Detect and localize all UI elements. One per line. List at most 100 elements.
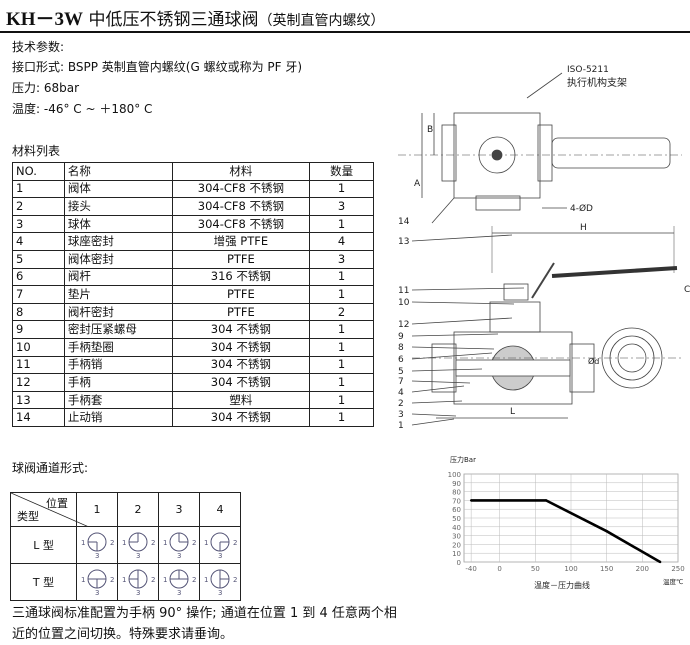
- series-point: [605, 530, 608, 533]
- x-tick-label: 200: [636, 565, 649, 573]
- materials-cell: 9: [12, 320, 65, 339]
- materials-cell: 14: [12, 408, 65, 427]
- callout-leader: [411, 418, 455, 426]
- materials-cell: 5: [12, 249, 65, 269]
- top-view-handle: [551, 137, 671, 169]
- materials-cell: 1: [309, 373, 374, 392]
- corner-type-label: 类型: [17, 510, 39, 523]
- materials-cell: 1: [309, 214, 374, 234]
- materials-cell: 13: [12, 390, 65, 410]
- x-tick-label: 150: [600, 565, 613, 573]
- materials-cell: 1: [309, 285, 374, 304]
- y-tick-label: 60: [452, 506, 461, 514]
- corner-diagonal: [11, 493, 89, 527]
- materials-cell: 3: [12, 214, 65, 234]
- materials-cell: 4: [309, 232, 374, 251]
- x-axis-unit: 温度℃: [663, 577, 683, 586]
- port-label: 1: [163, 539, 167, 547]
- position-header-2: 2: [117, 492, 159, 527]
- x-tick-label: 0: [497, 565, 501, 573]
- dim-h-label: H: [580, 223, 587, 233]
- channel-heading: 球阀通道形式:: [12, 461, 89, 475]
- materials-cell: 1: [12, 179, 65, 199]
- note-line-2: 近的位置之间切换。特殊要求请垂询。: [12, 627, 234, 642]
- materials-cell: 1: [309, 320, 374, 339]
- materials-cell: 手柄: [63, 373, 173, 392]
- spec-pressure: 压力: 68bar: [12, 81, 80, 95]
- callout-12: 12: [398, 320, 409, 330]
- materials-cell: 10: [12, 337, 65, 357]
- y-tick-label: 70: [452, 497, 461, 505]
- top-view-body: [453, 112, 541, 199]
- port-label: 3: [177, 589, 181, 596]
- port-label: 1: [122, 576, 126, 584]
- callout-10: 10: [398, 298, 410, 308]
- side-view-bonnet: [489, 301, 541, 333]
- y-axis-label: 压力Bar: [450, 455, 476, 464]
- callout-leaders: [411, 234, 525, 426]
- materials-cell: 手柄销: [63, 355, 173, 375]
- series-point: [469, 499, 473, 502]
- side-view-handle-arm: [531, 262, 555, 299]
- dim-a-label: A: [414, 179, 421, 189]
- callout-leader: [411, 287, 525, 291]
- callout-14: 14: [398, 217, 410, 227]
- port-label: 2: [233, 576, 237, 584]
- materials-cell: 止动销: [63, 408, 173, 427]
- materials-cell: 304 不锈钢: [171, 320, 311, 339]
- callout-4: 4: [398, 388, 404, 398]
- port-label: 2: [192, 576, 196, 584]
- x-tick-label: -40: [465, 565, 476, 573]
- materials-cell: PTFE: [171, 285, 311, 304]
- port-label: 1: [81, 539, 85, 547]
- callout-leader: [411, 301, 515, 305]
- x-tick-label: 250: [671, 565, 684, 573]
- materials-cell: 1: [309, 337, 374, 357]
- materials-cell: 304-CF8 不锈钢: [171, 197, 311, 216]
- side-view-port-left: [431, 343, 457, 393]
- valve-drawing: ISO-5211 执行机构支架 4-ØD A B 14 H L C Ød 131…: [398, 65, 690, 431]
- leader-iso: [526, 72, 563, 99]
- port-label: 3: [218, 589, 222, 596]
- port-label: 1: [122, 539, 126, 547]
- specs-heading: 技术参数:: [12, 40, 65, 54]
- callout-leader: [411, 385, 465, 393]
- y-tick-label: 0: [457, 559, 461, 567]
- port-label: 2: [151, 539, 155, 547]
- materials-cell: 阀杆密封: [63, 302, 173, 322]
- materials-cell: 2: [12, 197, 65, 216]
- port-label: 2: [110, 576, 114, 584]
- end-view-inner: [617, 343, 647, 373]
- spec-interface: 接口形式: BSPP 英制直管内螺纹(G 螺纹或称为 PF 牙): [12, 60, 303, 74]
- materials-header-1: 名称: [63, 162, 173, 181]
- callout-11: 11: [398, 286, 409, 296]
- note-line-1: 三通球阀标准配置为手柄 90° 操作; 通道在位置 1 到 4 任意两个相: [12, 606, 397, 621]
- port-label: 3: [95, 589, 99, 596]
- materials-cell: 11: [12, 355, 65, 375]
- callout-5: 5: [398, 367, 404, 377]
- dim-l-label: L: [510, 407, 515, 417]
- callout-9: 9: [398, 332, 404, 342]
- port-label: 2: [233, 539, 237, 547]
- materials-heading: 材料列表: [12, 144, 61, 158]
